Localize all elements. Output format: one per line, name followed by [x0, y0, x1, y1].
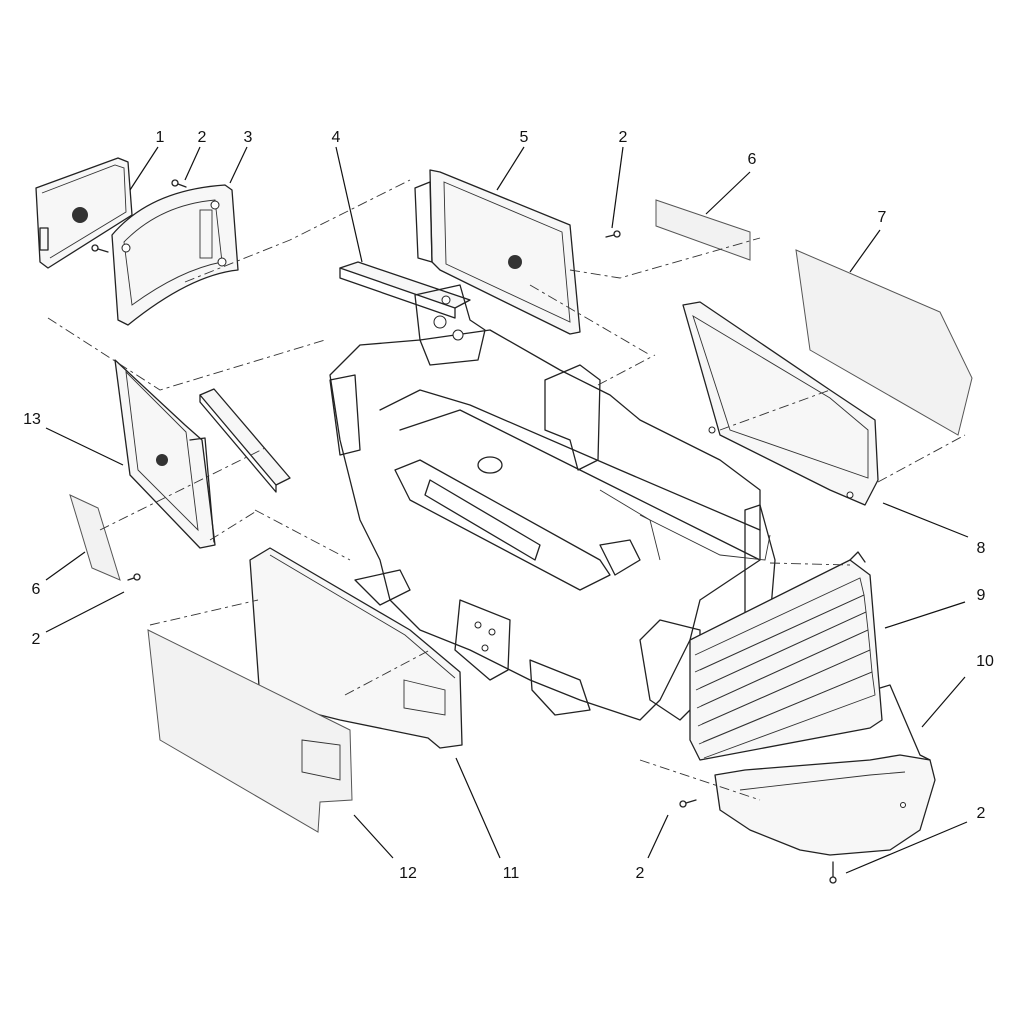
callout-2: 2 — [636, 865, 645, 882]
screw-icon — [829, 861, 837, 884]
callout-6: 6 — [32, 581, 41, 598]
part-10-bumper — [714, 684, 936, 856]
part-13-left-side-screen — [114, 359, 216, 549]
hood-frame-assembly — [329, 284, 776, 721]
callout-13: 13 — [23, 411, 41, 428]
screw-group — [91, 179, 837, 884]
assembly-centerlines — [47, 179, 966, 801]
part-7-side-panel — [795, 249, 973, 436]
screw-icon — [91, 244, 109, 253]
part-3-screen-frame — [111, 184, 239, 326]
part-6-decal-left — [69, 494, 121, 581]
part-5-top-screen — [414, 169, 581, 335]
screw-icon — [127, 573, 141, 581]
part-12-side-decal — [147, 629, 353, 833]
callout-1: 1 — [156, 129, 165, 146]
part-6-decal-top — [655, 199, 751, 261]
callout-2: 2 — [198, 129, 207, 146]
callout-8: 8 — [977, 540, 986, 557]
callout-6: 6 — [748, 151, 757, 168]
callout-2: 2 — [977, 805, 986, 822]
callout-2: 2 — [32, 631, 41, 648]
screw-icon — [679, 799, 697, 808]
callout-12: 12 — [399, 865, 417, 882]
leader-lines — [45, 146, 969, 874]
callout-7: 7 — [878, 209, 887, 226]
part-8-right-screen — [682, 301, 879, 506]
callout-11: 11 — [503, 865, 520, 882]
part-1-left-screen — [35, 157, 133, 269]
part-9-grille — [689, 551, 883, 761]
screw-icon — [171, 179, 187, 188]
callout-2: 2 — [619, 129, 628, 146]
callout-labels: 1 2 3 4 5 2 6 7 13 8 6 9 2 10 2 12 11 2 — [23, 129, 994, 882]
callout-5: 5 — [520, 129, 529, 146]
foam-strip-lower — [199, 388, 291, 493]
callout-4: 4 — [332, 129, 341, 146]
callout-10: 10 — [976, 653, 994, 670]
callout-3: 3 — [244, 129, 253, 146]
callout-9: 9 — [977, 587, 986, 604]
screw-icon — [605, 230, 621, 238]
